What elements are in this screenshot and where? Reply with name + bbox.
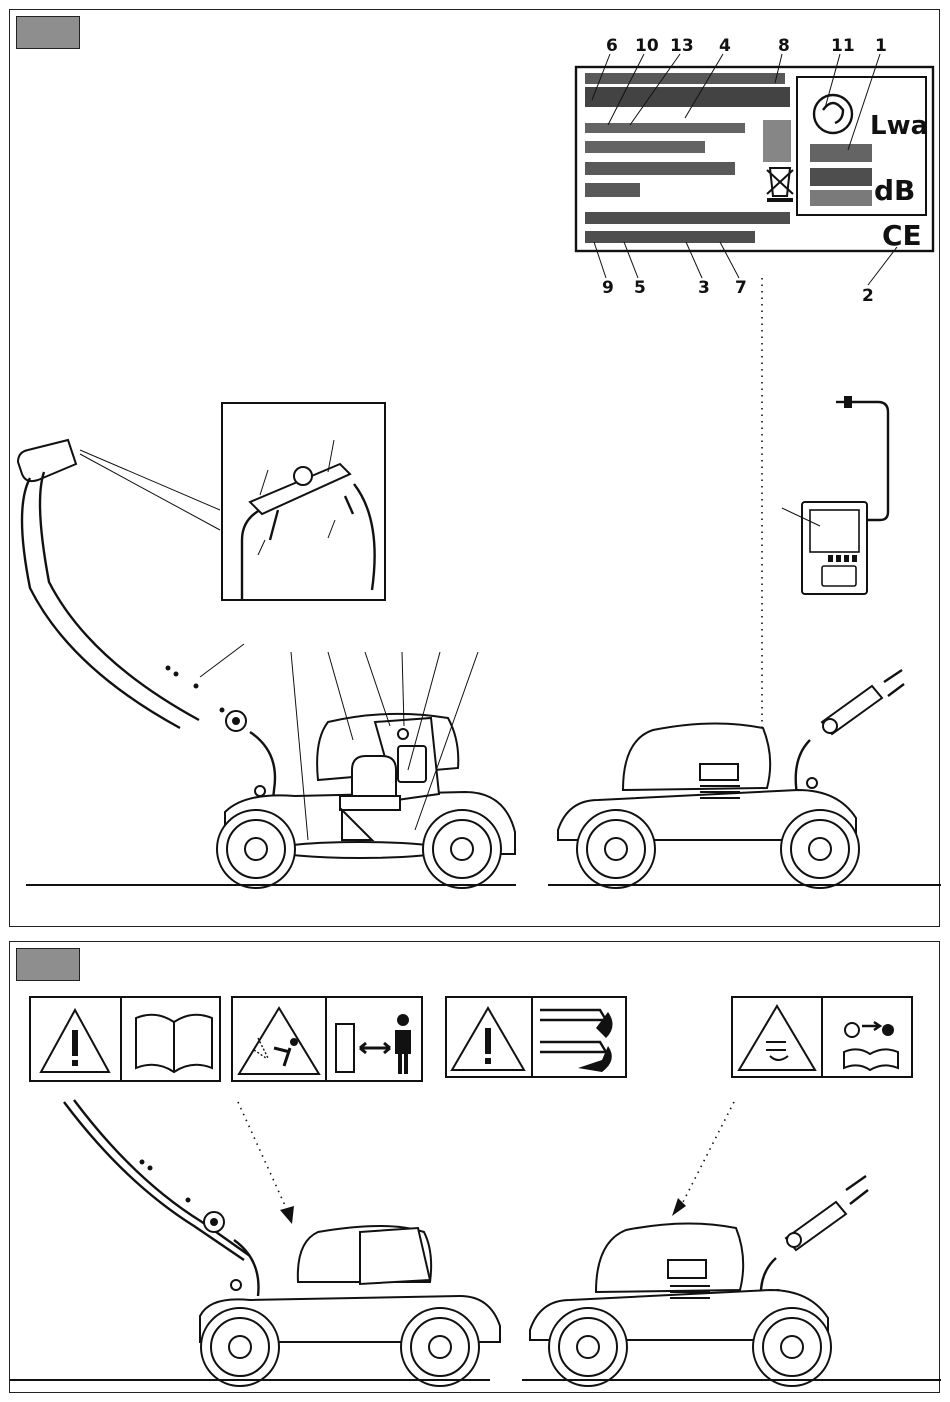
callout-13: 13 (670, 36, 694, 56)
top-illustration: Lwa dB CE 6 10 13 4 8 11 1 9 5 (10, 10, 941, 928)
bottom-illustration (10, 942, 941, 1394)
ce-mark: CE (882, 219, 922, 252)
callout-7: 7 (735, 278, 747, 298)
mower-bottom-left (10, 1100, 500, 1386)
blade-hazard-warning (446, 997, 626, 1077)
callout-4: 4 (719, 36, 731, 56)
callout-9: 9 (602, 278, 614, 298)
lwa-symbol: Lwa (870, 111, 928, 141)
remove-key-before-maintenance-warning (732, 997, 912, 1077)
callout-11: 11 (831, 36, 855, 56)
keep-bystanders-away-warning (232, 997, 422, 1081)
battery-charger (782, 396, 888, 594)
callout-1: 1 (875, 36, 887, 56)
rating-plate: Lwa dB CE (576, 67, 933, 252)
callout-8: 8 (778, 36, 790, 56)
book-icon (136, 1015, 212, 1072)
mower-right (548, 670, 941, 888)
mower-bottom-right (522, 1176, 941, 1386)
read-manual-warning (30, 997, 220, 1081)
callout-2: 2 (862, 286, 874, 306)
figure-panel-bottom (9, 941, 940, 1393)
db-unit: dB (874, 174, 915, 207)
callout-5: 5 (634, 278, 646, 298)
handle-detail-inset (80, 403, 385, 600)
callout-10: 10 (635, 36, 659, 56)
callout-3: 3 (698, 278, 710, 298)
callout-6: 6 (606, 36, 618, 56)
figure-panel-top: Lwa dB CE 6 10 13 4 8 11 1 9 5 (9, 9, 940, 927)
